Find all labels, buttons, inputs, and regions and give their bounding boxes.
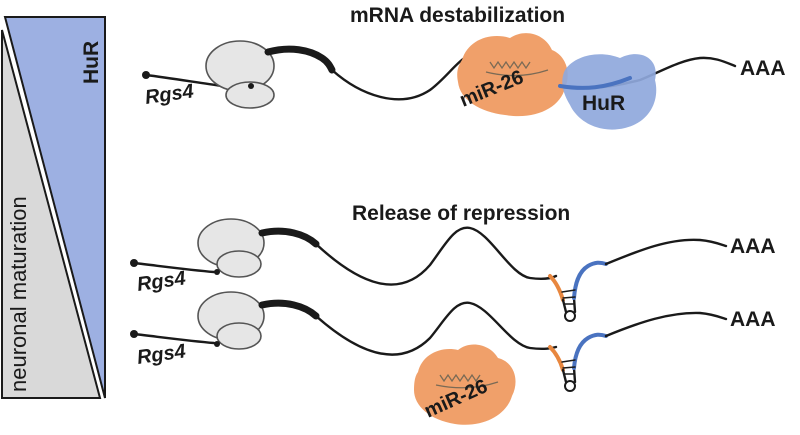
rgs4-transcript-top: miR-26 HuR Rgs4 AAA: [142, 33, 786, 130]
coding-region: [258, 299, 320, 320]
bottom-panel: Release of repression Rgs4 AAA: [130, 202, 776, 425]
5prime-strand: [144, 73, 224, 88]
hairpin-stem-left: [561, 368, 568, 384]
3prime-tail: [604, 311, 728, 338]
3prime-tail: [604, 238, 728, 266]
top-panel: mRNA destabilization miR-26 HuR Rgs4 AAA: [142, 4, 786, 130]
hur-site-blue: [572, 332, 608, 370]
5prime-strand: [132, 261, 216, 274]
coding-region: [258, 227, 320, 248]
ribosome-small-subunit: [216, 322, 262, 350]
start-dot: [214, 341, 220, 347]
bottom-panel-title: Release of repression: [352, 202, 570, 225]
polya-label: AAA: [730, 308, 776, 331]
hur-binding-segment: [558, 76, 632, 90]
ribosome-small-subunit: [216, 250, 262, 278]
rgs4-transcript-1: Rgs4 AAA: [130, 218, 776, 322]
hairpin-stem-left: [561, 298, 568, 314]
gene-label: Rgs4: [136, 267, 187, 296]
mirna-site-orange: [548, 274, 565, 302]
hur-gradient-label: HuR: [80, 41, 103, 84]
rgs4-transcript-2: Rgs4 AAA: [130, 291, 776, 392]
5prime-strand: [132, 332, 216, 345]
hairpin-loop: [564, 310, 576, 322]
hairpin-rungs: [561, 289, 576, 305]
3prime-utr: [314, 226, 558, 286]
polya-label-top: AAA: [740, 57, 786, 80]
mirna-seed-free: [435, 373, 499, 389]
mirna-site-orange: [548, 345, 565, 372]
start-dot: [214, 269, 220, 275]
mirna-seed-top: [485, 60, 549, 77]
hur-site-blue: [572, 260, 608, 300]
hur-protein-top: [562, 54, 657, 130]
coding-region: [264, 45, 336, 74]
3prime-utr: [314, 301, 558, 356]
mirna-blob-top: [457, 33, 568, 117]
hairpin-loop: [564, 380, 576, 392]
gene-label-top: Rgs4: [144, 80, 195, 109]
hur-gradient-triangle: [3, 16, 106, 399]
hairpin-stem-right: [572, 296, 577, 314]
maturation-gradient-panel: HuR neuronal maturation: [1, 16, 106, 399]
mirna-blob-free: [414, 344, 516, 425]
start-dot: [248, 83, 254, 89]
top-panel-title: mRNA destabilization: [350, 4, 565, 27]
maturation-gradient-triangle: [1, 29, 102, 399]
hairpin-stem-right: [572, 366, 577, 384]
gene-label: Rgs4: [136, 340, 187, 369]
polya-label: AAA: [730, 235, 776, 258]
ribosome-small-subunit: [225, 81, 275, 109]
hairpin-rungs: [561, 359, 576, 375]
hur-label-top: HuR: [582, 92, 625, 115]
free-mirna: miR-26: [414, 344, 516, 425]
maturation-axis-label: neuronal maturation: [6, 196, 31, 392]
